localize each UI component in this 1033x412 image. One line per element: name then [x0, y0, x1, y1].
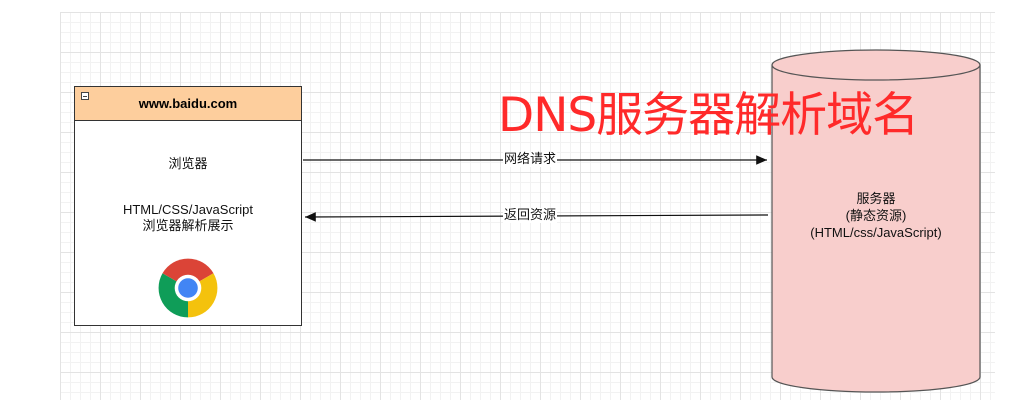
- server-line3: (HTML/css/JavaScript): [810, 225, 942, 240]
- browser-header[interactable]: www.baidu.com: [75, 87, 301, 121]
- browser-label: 浏览器: [168, 157, 208, 172]
- chrome-icon: [158, 258, 218, 318]
- browser-desc-line1: HTML/CSS/JavaScript: [122, 202, 254, 217]
- request-label[interactable]: 网络请求: [503, 152, 558, 167]
- server-label: 服务器 (静态资源) (HTML/css/JavaScript): [770, 190, 982, 241]
- server-cylinder[interactable]: [770, 48, 982, 394]
- browser-title: www.baidu.com: [138, 96, 238, 111]
- response-label[interactable]: 返回资源: [503, 208, 558, 223]
- server-line1: 服务器: [856, 191, 896, 206]
- server-line2: (静态资源): [845, 208, 907, 223]
- browser-desc-line2: 浏览器解析展示: [142, 218, 234, 233]
- dns-annotation[interactable]: DNS服务器解析域名: [498, 88, 919, 143]
- collapse-icon[interactable]: [81, 92, 89, 100]
- browser-container[interactable]: www.baidu.com 浏览器 HTML/CSS/JavaScript 浏览…: [74, 86, 302, 326]
- browser-description: HTML/CSS/JavaScript 浏览器解析展示: [75, 202, 301, 234]
